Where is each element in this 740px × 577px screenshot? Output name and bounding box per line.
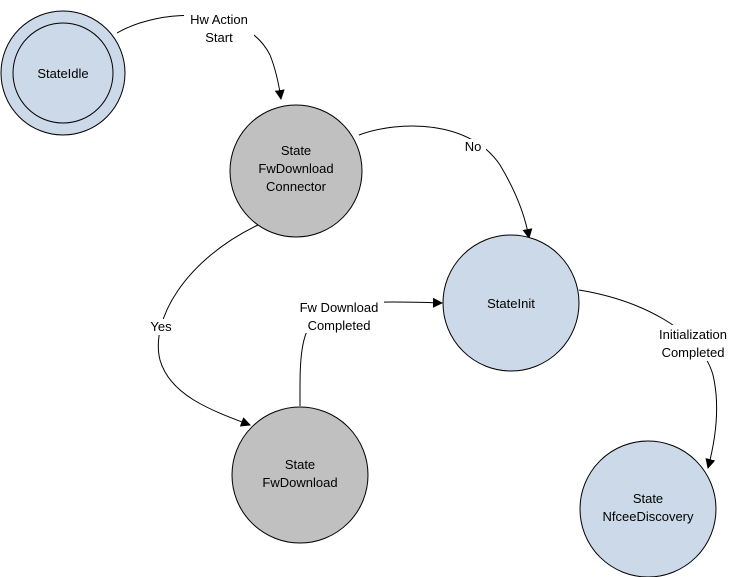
edge-label-line: Start <box>205 30 233 45</box>
state-idle-node[interactable]: StateIdle <box>0 10 126 136</box>
edge-label-line: Fw Download <box>300 300 379 315</box>
edge-label-fw-download-completed: Fw Download Completed <box>294 297 384 333</box>
node-label: FwDownload <box>262 475 337 490</box>
edge-connector-to-fwdownload <box>157 224 259 427</box>
state-init-node[interactable]: StateInit <box>442 234 580 372</box>
state-nfcee-discovery-node[interactable]: State NfceeDiscovery <box>579 440 717 577</box>
node-label: State <box>281 143 311 158</box>
edge-idle-to-connector <box>116 14 285 100</box>
edge-labels: Hw Action Start No Yes Fw Download Compl… <box>146 10 736 361</box>
node-label: Connector <box>266 179 327 194</box>
edge-label-yes: Yes <box>146 319 176 335</box>
edges <box>116 14 718 469</box>
edge-label-hw-action-start: Hw Action Start <box>184 10 254 46</box>
edge-label-line: Completed <box>308 318 371 333</box>
edge-label-line: Hw Action <box>190 12 248 27</box>
edge-label-no: No <box>460 139 486 155</box>
edge-label-line: Initialization <box>659 327 727 342</box>
nodes: StateIdle State FwDownload Connector Sta… <box>0 10 717 577</box>
edge-label-line: Completed <box>662 345 725 360</box>
node-label: StateIdle <box>37 66 88 81</box>
edge-connector-to-init <box>358 125 533 239</box>
node-label: State <box>285 457 315 472</box>
state-fw-download-connector-node[interactable]: State FwDownload Connector <box>229 104 363 238</box>
edge-label-line: Yes <box>150 319 172 334</box>
node-label: StateInit <box>487 296 535 311</box>
node-label: State <box>633 491 663 506</box>
node-label: FwDownload <box>258 161 333 176</box>
edge-label-line: No <box>465 139 482 154</box>
edge-init-to-nfcee <box>578 289 718 469</box>
state-fw-download-node[interactable]: State FwDownload <box>231 406 369 544</box>
edge-label-initialization-completed: Initialization Completed <box>652 325 736 361</box>
node-label: NfceeDiscovery <box>602 509 694 524</box>
